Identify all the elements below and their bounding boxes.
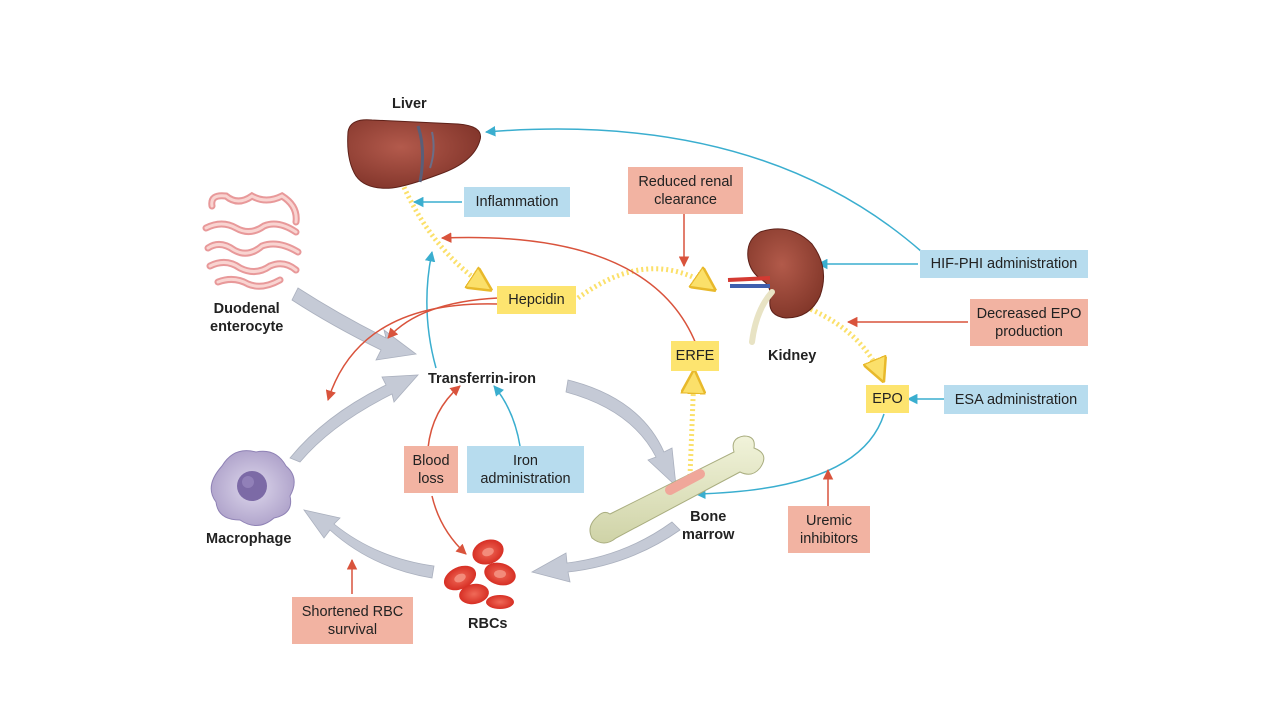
liver-label: Liver (392, 96, 427, 112)
iron-administration-line-1: Iron (513, 452, 538, 469)
intestine-highlight (204, 194, 300, 288)
shortened-rbc-line-1: Shortened RBC (301, 603, 404, 620)
bone-to-erfe-arrow (690, 374, 694, 477)
bone-marrow-label-line-2: marrow (682, 527, 735, 543)
flow-arrow-bone-to-rbcs (530, 521, 681, 583)
macrophage-label: Macrophage (206, 531, 292, 547)
reduced-renal-clearance-box: Reduced renal clearance (628, 167, 743, 214)
flow-arrow-rbcs-to-macrophage (303, 509, 435, 579)
decreased-epo-line-2: production (995, 323, 1063, 340)
kidney-illustration (727, 228, 825, 345)
bone-marrow-label: Bone marrow (682, 508, 734, 544)
reduced-renal-line-2: clearance (654, 191, 717, 208)
decreased-epo-line-1: Decreased EPO (976, 305, 1082, 322)
duodenal-label: Duodenal enterocyte (210, 300, 283, 336)
duodenal-label-line-2: enterocyte (210, 319, 284, 335)
reduced-renal-line-1: Reduced renal (638, 173, 733, 190)
decreased-epo-production-box: Decreased EPO production (970, 299, 1088, 346)
uremic-inhibitors-box: Uremic inhibitors (788, 506, 870, 553)
flow-arrows (289, 287, 681, 583)
epo-to-bone-arrow (694, 413, 885, 500)
hif-to-liver-arrow (484, 126, 923, 253)
blood-loss-line-2: loss (418, 470, 444, 487)
rbcs-label: RBCs (468, 616, 508, 632)
blue-arrows (412, 126, 944, 500)
shortened-rbc-line-2: survival (327, 621, 378, 638)
flow-arrow-macrophage-to-transferrin (289, 374, 419, 463)
hepcidin-to-kidney-arrow (576, 266, 712, 301)
duodenal-label-line-1: Duodenal (213, 301, 280, 317)
blood-loss-line-1: Blood (412, 452, 450, 469)
liver-illustration (347, 119, 482, 189)
inflammation-box: Inflammation (464, 187, 570, 217)
macrophage-illustration (210, 450, 295, 526)
shortened-rbc-survival-box: Shortened RBC survival (292, 597, 413, 644)
erfe-to-liver-arrow (440, 232, 697, 345)
hepcidin-box: Hepcidin (497, 286, 576, 314)
iron-administration-box: Iron administration (467, 446, 584, 493)
blood-loss-to-rbcs-arrow (431, 495, 467, 555)
iron-administration-line-2: administration (480, 470, 571, 487)
erfe-box: ERFE (671, 341, 719, 371)
transferrin-iron-label: Transferrin-iron (428, 371, 536, 387)
blood-loss-box: Blood loss (404, 446, 458, 493)
uremic-line-2: inhibitors (799, 530, 859, 547)
esa-administration-box: ESA administration (944, 385, 1088, 414)
rbc-illustration (443, 539, 516, 609)
epo-box: EPO (866, 385, 909, 413)
kidney-label: Kidney (768, 348, 817, 364)
blood-loss-to-transferrin-arrow (427, 385, 461, 449)
hif-phi-administration-box: HIF-PHI administration (920, 250, 1088, 278)
red-arrows (325, 214, 968, 594)
bone-marrow-label-line-1: Bone (690, 509, 727, 525)
iron-admin-to-transferrin-arrow (493, 385, 521, 447)
uremic-line-1: Uremic (806, 512, 852, 529)
flow-arrow-duodenal-to-transferrin (291, 287, 418, 361)
bone-illustration (589, 435, 765, 544)
hepcidin-to-macrophage-arrow (325, 303, 499, 401)
